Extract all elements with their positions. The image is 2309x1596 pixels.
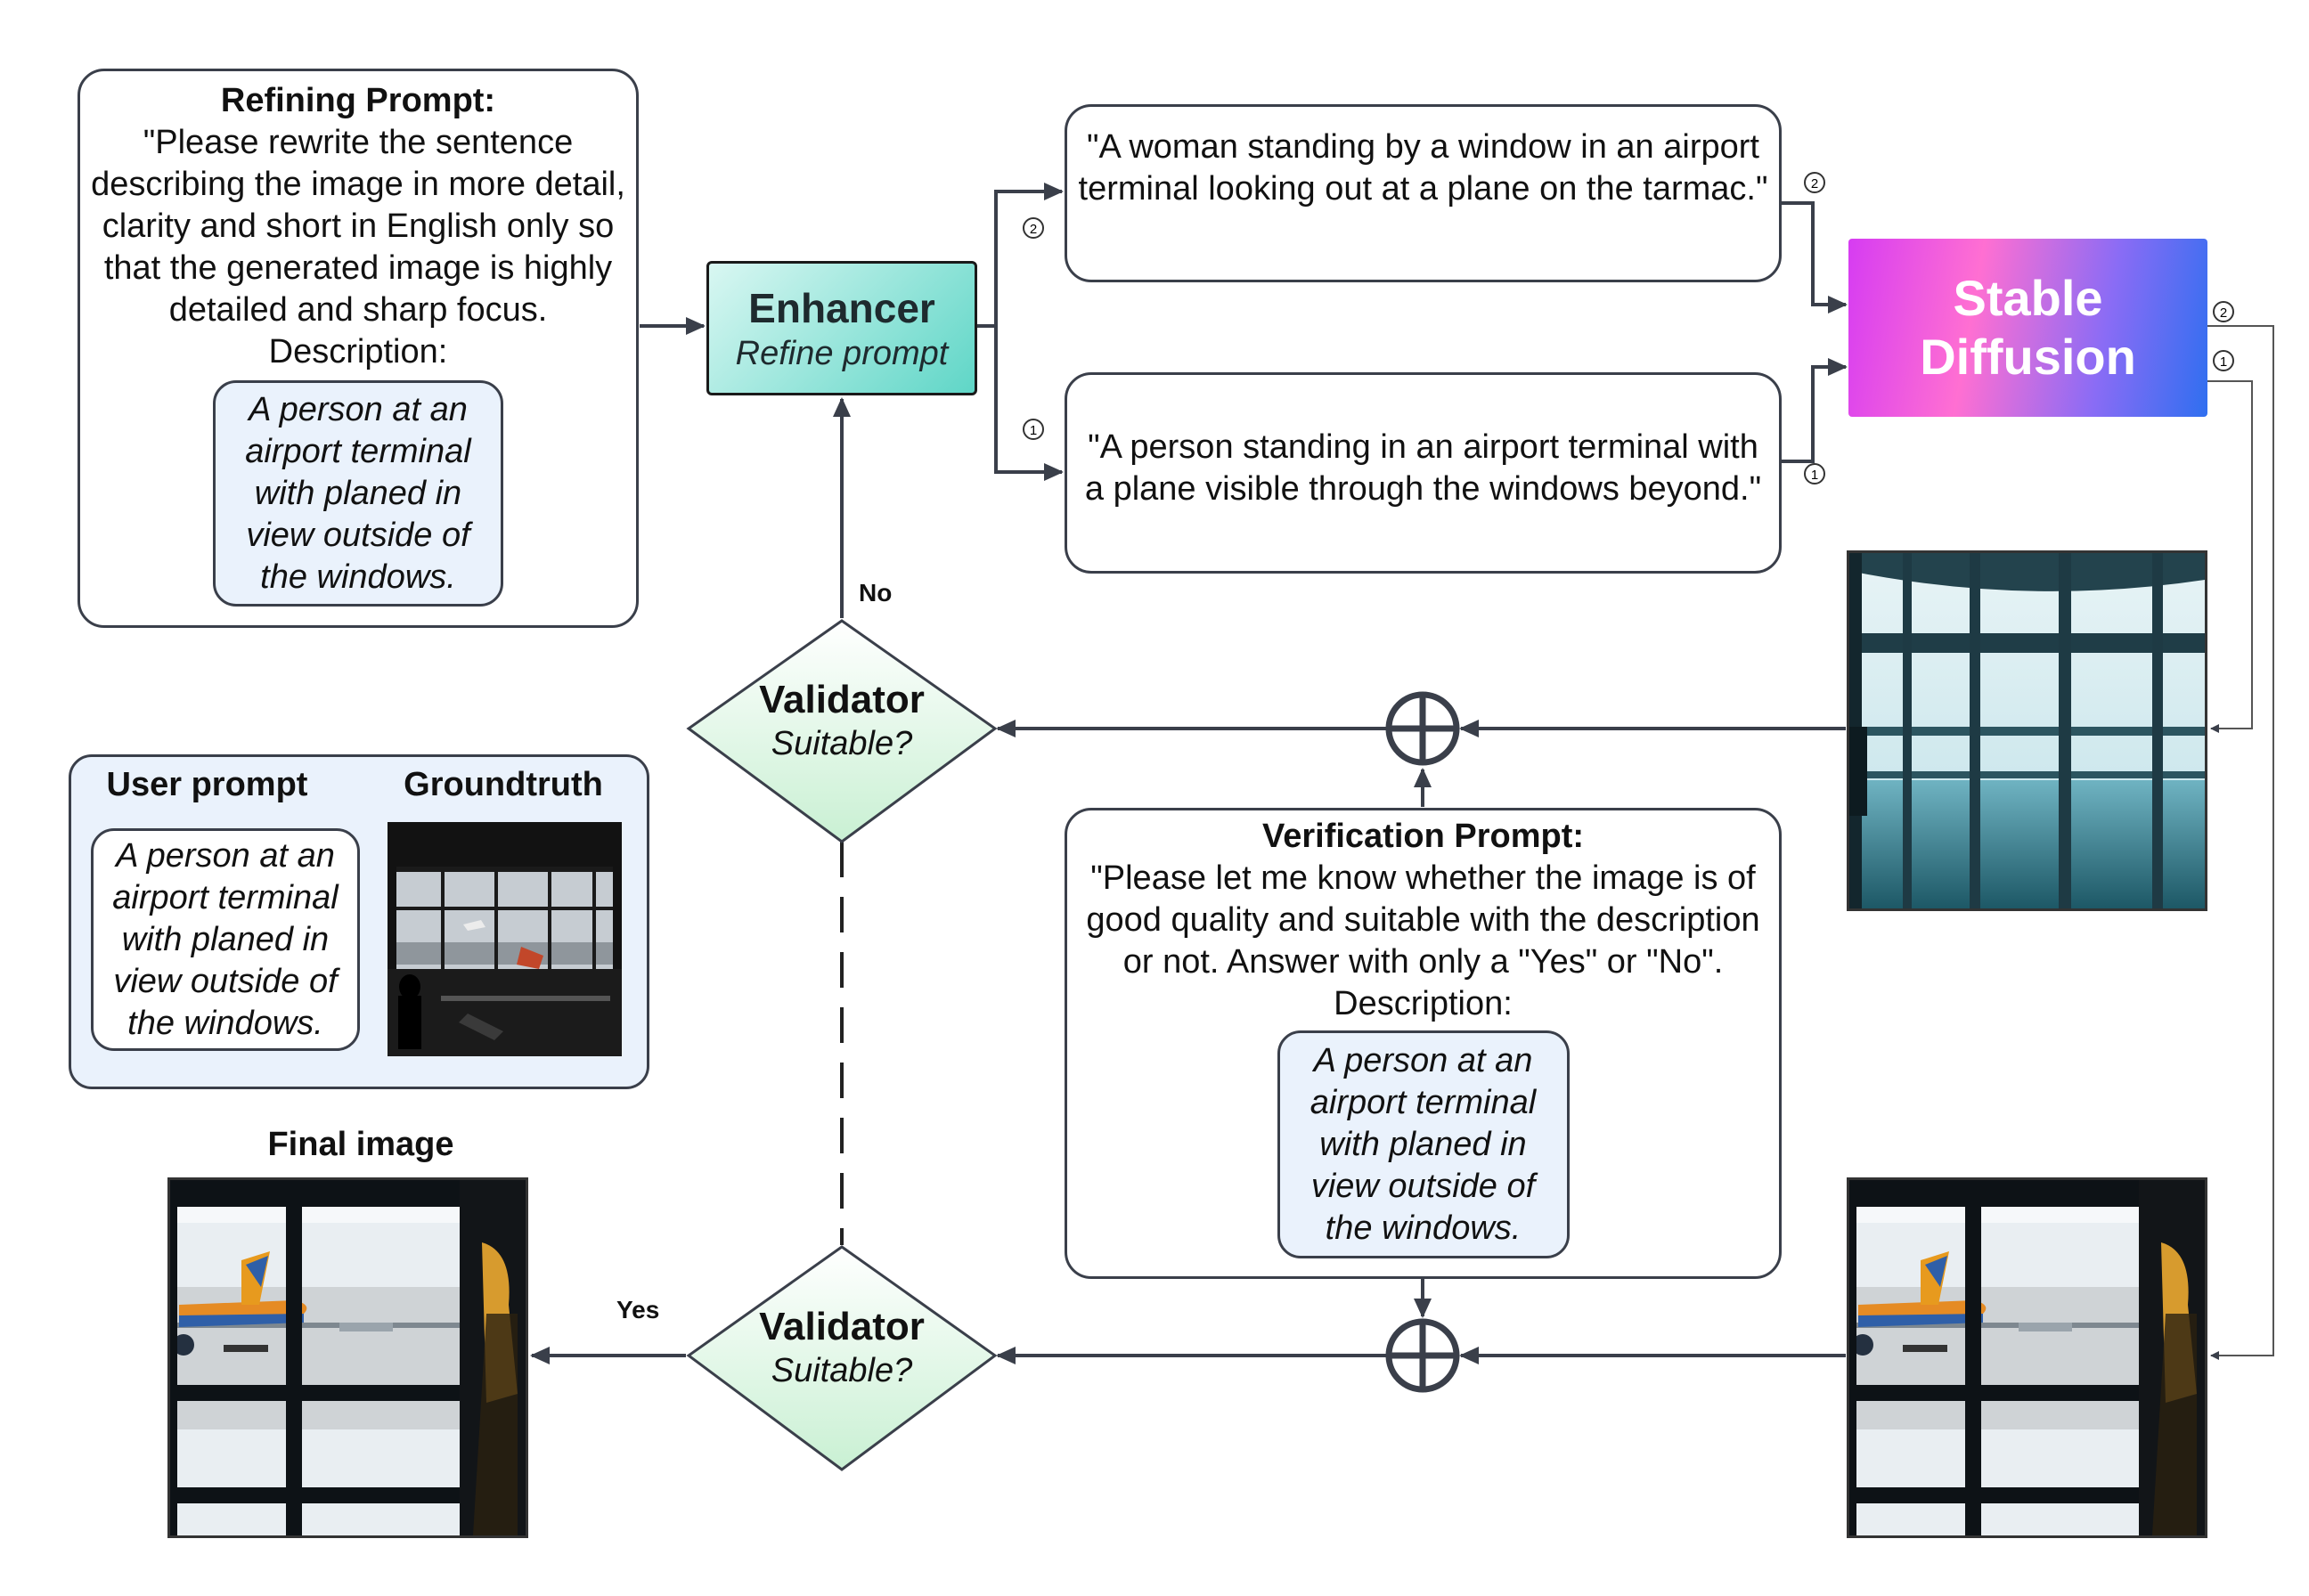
svg-text:2: 2 xyxy=(2220,305,2227,321)
enhancer-title: Enhancer xyxy=(748,284,935,331)
stable-diffusion-node: Stable Diffusion xyxy=(1848,239,2207,417)
marker-2-prompt-in: 2 xyxy=(1023,217,1044,239)
refining-description-text: A person at an airport terminal with pla… xyxy=(245,390,471,596)
svg-text:1: 1 xyxy=(1811,468,1818,483)
refined-prompt-1-box: "A person standing in an airport termina… xyxy=(1065,372,1782,574)
stable-diffusion-label: Stable Diffusion xyxy=(1920,270,2136,385)
validator-bottom: Validator Suitable? xyxy=(713,1304,971,1391)
combiner-top-icon xyxy=(1385,691,1460,766)
enhancer-node: Enhancer Refine prompt xyxy=(706,261,977,395)
final-image-art xyxy=(170,1180,526,1535)
edge-label-no: No xyxy=(859,579,892,607)
refining-desc-label: Description: xyxy=(268,333,448,370)
verification-prompt-body: "Please let me know whether the image is… xyxy=(1086,859,1760,981)
refining-prompt-body: "Please rewrite the sentence describing … xyxy=(91,124,625,329)
verification-desc-label: Description: xyxy=(1334,985,1513,1022)
generated-image-1 xyxy=(1847,550,2207,911)
final-image xyxy=(167,1177,528,1538)
validator-top-subtitle: Suitable? xyxy=(771,725,913,762)
validator-bottom-title: Validator xyxy=(759,1305,925,1348)
enhancer-subtitle: Refine prompt xyxy=(735,334,949,372)
refined-prompt-2-text: "A woman standing by a window in an airp… xyxy=(1078,128,1768,208)
verification-description: A person at an airport terminal with pla… xyxy=(1277,1030,1570,1258)
marker-2-sd-out: 2 xyxy=(2213,301,2234,322)
verification-prompt-box: Verification Prompt: "Please let me know… xyxy=(1065,808,1782,1279)
refining-description: A person at an airport terminal with pla… xyxy=(213,380,503,607)
validator-top-shape xyxy=(686,619,998,843)
arrow-enhancer-to-prompt1 xyxy=(994,326,1064,481)
refining-prompt-box: Refining Prompt: "Please rewrite the sen… xyxy=(78,69,639,628)
marker-1-prompt-in: 1 xyxy=(1023,419,1044,440)
arrow-sd-output2-to-image2 xyxy=(2207,325,2274,1360)
generated-image-2-art xyxy=(1849,1180,2205,1535)
groundtruth-image-art xyxy=(388,822,622,1056)
arrow-enhancer-to-prompt2 xyxy=(977,183,1064,328)
marker-2-prompt-out: 2 xyxy=(1804,172,1825,193)
svg-text:2: 2 xyxy=(1030,222,1037,237)
legend-panel: User prompt Groundtruth A person at an a… xyxy=(69,754,649,1089)
arrow-prompt2-to-sd xyxy=(1782,201,1848,314)
refined-prompt-2-box: "A woman standing by a window in an airp… xyxy=(1065,104,1782,282)
marker-1-prompt-out: 1 xyxy=(1804,463,1825,484)
arrow-prompt1-to-sd xyxy=(1782,358,1848,463)
arrow-sd-output1-to-image1 xyxy=(2207,380,2253,733)
edge-label-yes: Yes xyxy=(616,1296,659,1323)
svg-text:1: 1 xyxy=(1030,423,1037,438)
verification-description-text: A person at an airport terminal with pla… xyxy=(1310,1041,1537,1247)
marker-1-sd-out: 1 xyxy=(2213,350,2234,371)
groundtruth-image xyxy=(388,822,622,1056)
verification-prompt-title: Verification Prompt: xyxy=(1261,818,1585,855)
combiner-bottom-icon xyxy=(1385,1318,1460,1393)
generated-image-1-art xyxy=(1849,553,2205,908)
svg-text:2: 2 xyxy=(1811,176,1818,191)
legend-user-prompt-label: User prompt xyxy=(106,766,308,803)
validator-top-title: Validator xyxy=(759,678,925,721)
validator-top: Validator Suitable? xyxy=(713,677,971,764)
legend-user-prompt-box: A person at an airport terminal with pla… xyxy=(91,828,360,1051)
validator-bottom-subtitle: Suitable? xyxy=(771,1352,913,1389)
legend-user-prompt-text: A person at an airport terminal with pla… xyxy=(112,836,339,1042)
final-image-label: Final image xyxy=(267,1126,454,1163)
validator-bottom-shape xyxy=(686,1245,998,1471)
refined-prompt-1-text: "A person standing in an airport termina… xyxy=(1084,428,1762,508)
refining-prompt-title: Refining Prompt: xyxy=(220,82,496,119)
legend-groundtruth-label: Groundtruth xyxy=(404,766,603,803)
svg-text:1: 1 xyxy=(2220,354,2227,370)
generated-image-2 xyxy=(1847,1177,2207,1538)
